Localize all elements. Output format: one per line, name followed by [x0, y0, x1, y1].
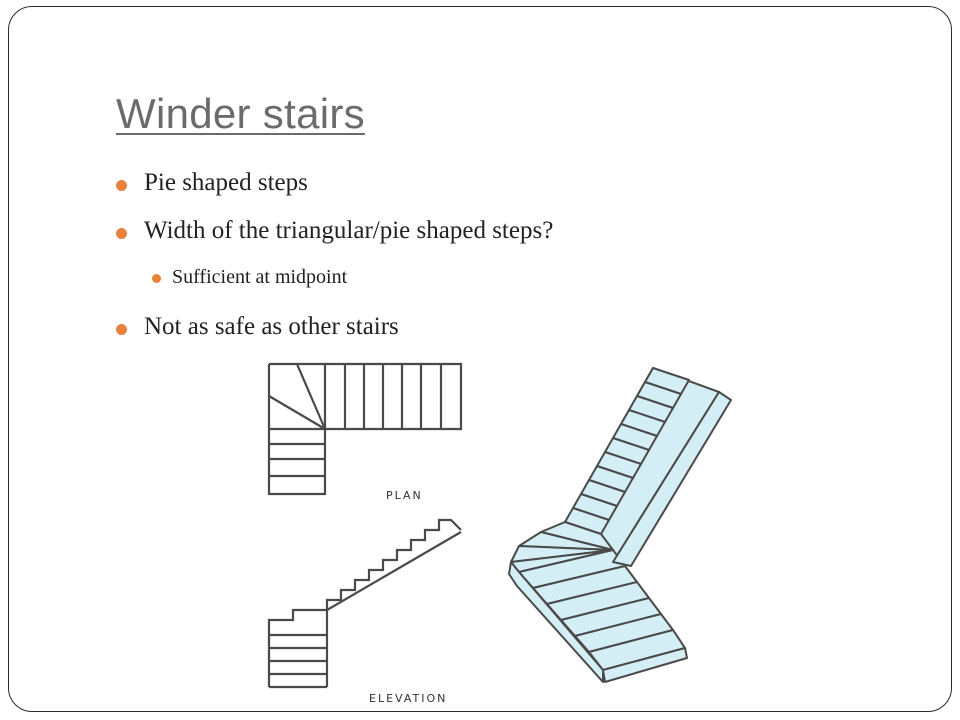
sub-bullet-item: Sufficient at midpoint: [152, 266, 348, 289]
plan-label: PLAN: [386, 489, 423, 502]
isometric-drawing: [508, 367, 732, 683]
bullet-item: Width of the triangular/pie shaped steps…: [116, 217, 554, 245]
bullet-item: Pie shaped steps: [116, 169, 308, 197]
bullet-text: Not as safe as other stairs: [144, 313, 399, 340]
slide-title: Winder stairs: [116, 90, 365, 137]
winder-stairs-figure: PLAN ELEVATION: [241, 352, 741, 717]
slide-frame: Winder stairs Pie shaped steps Width of …: [8, 6, 952, 712]
plan-drawing: [267, 362, 463, 496]
bullet-dot-icon: [116, 180, 127, 191]
bullet-text: Width of the triangular/pie shaped steps…: [144, 217, 554, 244]
bullet-text: Pie shaped steps: [144, 169, 308, 196]
bullet-dot-icon: [116, 228, 127, 239]
elevation-label: ELEVATION: [369, 692, 447, 705]
stairs-drawing: PLAN ELEVATION: [267, 362, 732, 705]
bullet-text: Sufficient at midpoint: [172, 266, 348, 288]
elevation-drawing: [267, 518, 462, 689]
bullet-item: Not as safe as other stairs: [116, 313, 399, 341]
bullet-dot-icon: [152, 274, 161, 283]
bullet-dot-icon: [116, 324, 127, 335]
